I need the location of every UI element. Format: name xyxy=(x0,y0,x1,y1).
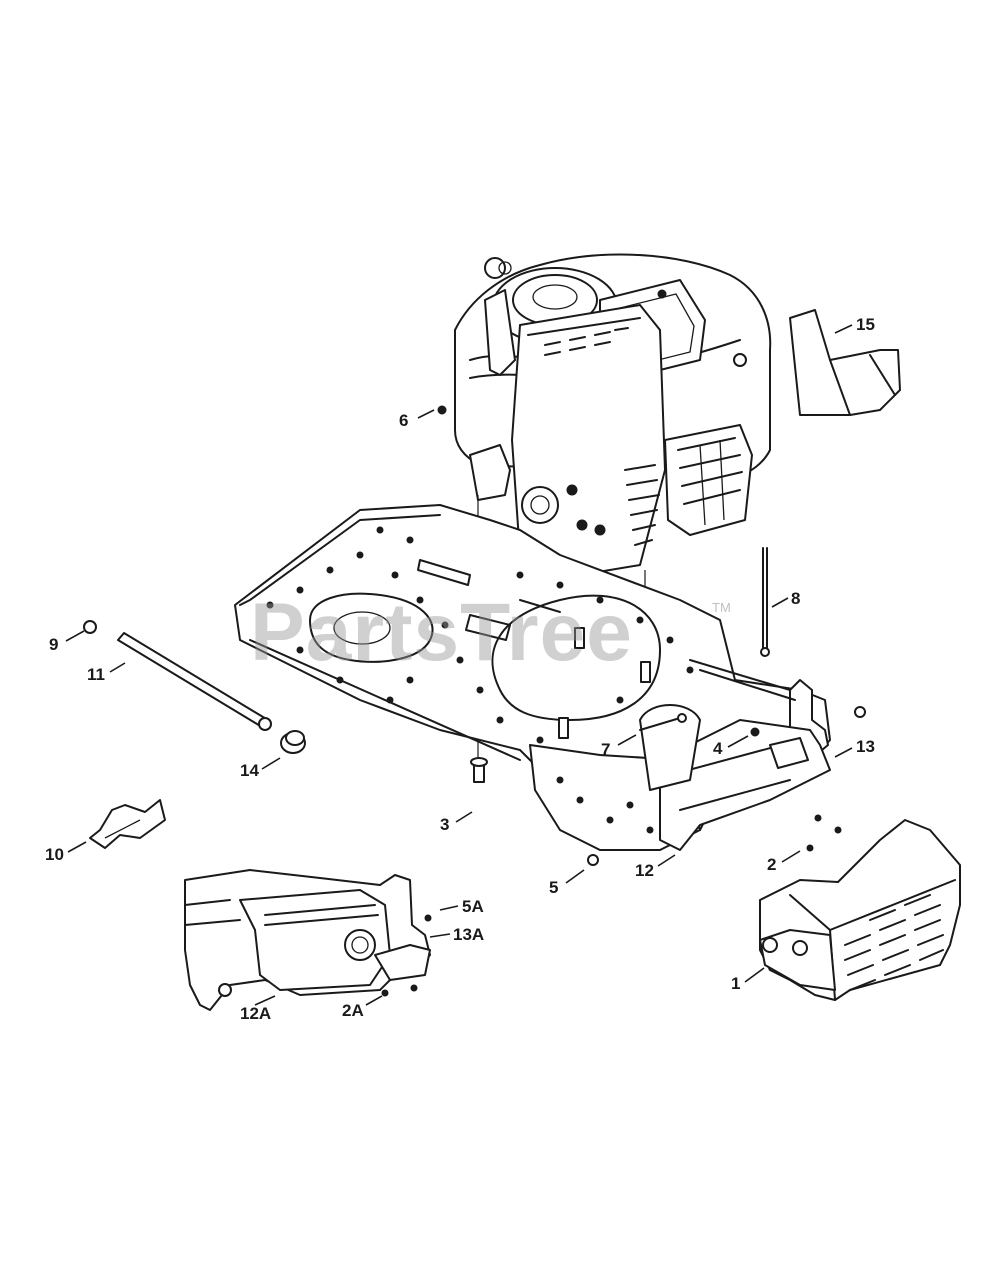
part-8-rod xyxy=(760,547,770,657)
part-11-axle-rod xyxy=(117,632,272,731)
callout-8: 8 xyxy=(791,589,801,608)
part-3-bolt xyxy=(470,757,488,783)
watermark-trademark: TM xyxy=(712,600,731,615)
callout-4: 4 xyxy=(713,739,723,758)
callout-2A: 2A xyxy=(342,1001,364,1020)
callout-2: 2 xyxy=(767,855,777,874)
part-1-grille xyxy=(759,819,961,1001)
part-2-screw xyxy=(806,844,814,852)
callout-13A: 13A xyxy=(453,925,485,944)
inset-detail xyxy=(184,869,432,1011)
callout-11: 11 xyxy=(87,665,105,684)
callout-9: 9 xyxy=(49,635,59,654)
callout-15: 15 xyxy=(856,315,875,334)
callout-5: 5 xyxy=(549,878,559,897)
bolt-7 xyxy=(639,717,681,731)
part-10-clip xyxy=(89,799,166,849)
part-14-bushing xyxy=(280,730,306,754)
part-15-bracket xyxy=(789,309,901,416)
watermark-brand: PartsTree xyxy=(250,587,633,678)
callout-1: 1 xyxy=(731,974,741,993)
muffler-assembly xyxy=(639,704,842,851)
callout-6: 6 xyxy=(399,411,409,430)
part-9-nut xyxy=(83,620,97,634)
leader-lines xyxy=(65,324,853,1006)
callout-14: 14 xyxy=(240,761,259,780)
engine xyxy=(437,253,772,576)
callout-12A: 12A xyxy=(240,1004,272,1023)
callout-13: 13 xyxy=(856,737,875,756)
callout-3: 3 xyxy=(440,815,450,834)
part-5-nut xyxy=(587,854,599,866)
callout-10: 10 xyxy=(45,845,64,864)
callout-12: 12 xyxy=(635,861,654,880)
callout-7: 7 xyxy=(601,740,611,759)
callout-5A: 5A xyxy=(462,897,484,916)
